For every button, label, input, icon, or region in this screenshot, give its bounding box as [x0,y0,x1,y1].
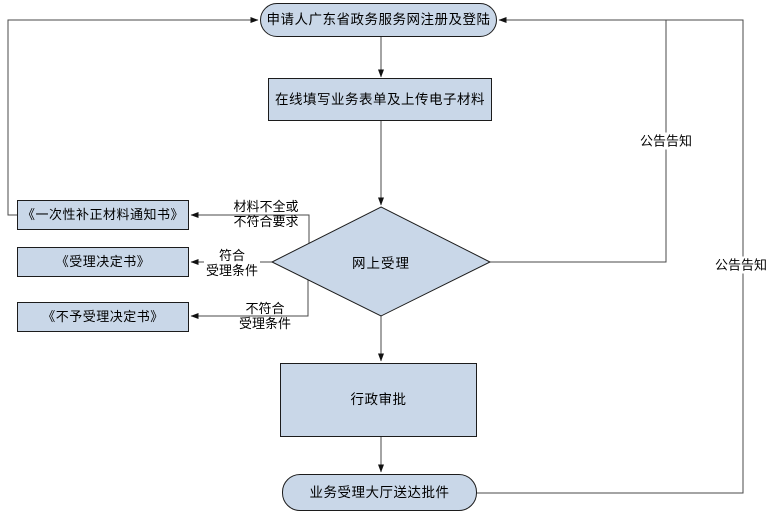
edge-decision-announce-loop [490,20,667,263]
edge-supplement-loop-to-start [7,17,259,216]
node-online-form: 在线填写业务表单及上传电子材料 [268,78,492,121]
edge-label-accept-line2: 受理条件 [205,263,259,278]
edge-label-incomplete: 材料不全或 不符合要求 [233,199,298,229]
node-doc-reject: 《不予受理决定书》 [17,302,189,332]
edge-label-accept-line1: 符合 [218,248,246,263]
edge-label-announce-upper: 公告告知 [637,132,695,150]
node-doc-supplement: 《一次性补正材料通知书》 [17,200,189,230]
edge-delivery-announce-loop [477,17,744,494]
node-approval: 行政审批 [280,363,477,437]
edge-label-accept: 符合 受理条件 [203,247,261,279]
edge-label-announce-lower: 公告告知 [712,256,769,274]
node-start: 申请人广东省政务服务网注册及登陆 [260,3,497,37]
node-delivery: 业务受理大厅送达批件 [282,474,477,511]
node-decision-label: 网上受理 [352,256,410,271]
edge-label-incomplete-line1: 材料不全或 [233,199,299,214]
edge-decision-to-supplement [190,212,310,244]
edge-label-reject-line2: 受理条件 [238,316,292,331]
decision-diamond-shape [270,206,492,317]
node-doc-accept: 《受理决定书》 [17,247,189,277]
edge-label-reject-line1: 不符合 [245,301,285,316]
edge-label-incomplete-line2: 不符合要求 [233,214,299,229]
edge-label-reject: 不符合 受理条件 [239,301,291,331]
edge-label-announce-upper-text: 公告告知 [639,133,693,149]
edge-label-announce-lower-text: 公告告知 [714,257,768,273]
edge-decision-to-reject [190,280,309,319]
